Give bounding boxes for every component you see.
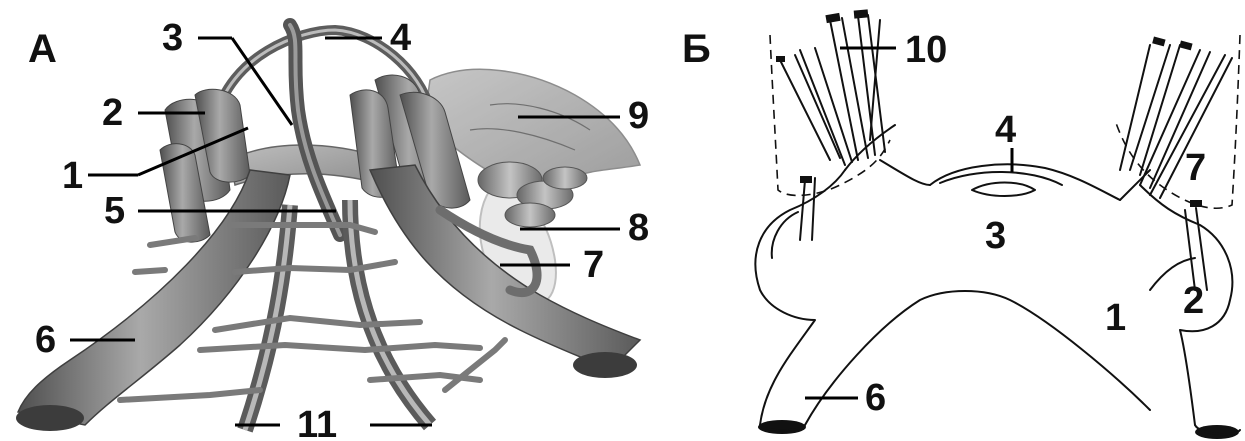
panel-b-leaders (805, 48, 1012, 398)
label-a-5: 5 (104, 190, 125, 232)
label-b-4: 4 (995, 109, 1016, 151)
label-b-3: 3 (985, 215, 1006, 257)
label-b-2: 2 (1183, 280, 1204, 322)
ganglion-outline (755, 170, 1232, 425)
label-b-10: 10 (905, 29, 947, 71)
left-top-edge (880, 160, 930, 185)
left-nerve-end (758, 420, 806, 434)
label-a-3: 3 (162, 17, 183, 59)
left-connective (18, 170, 290, 425)
label-a-1: 1 (62, 155, 83, 197)
commissure-lens (972, 183, 1035, 197)
right-nerve-end (1195, 425, 1239, 439)
label-a-9: 9 (628, 95, 649, 137)
label-a-7: 7 (583, 244, 604, 286)
panel-b-letter: Б (682, 27, 711, 71)
central-vessel (290, 25, 340, 235)
label-a-4: 4 (390, 17, 411, 59)
right-connective-end (573, 352, 637, 378)
left-connective-end (16, 405, 84, 431)
label-b-1: 1 (1105, 297, 1126, 339)
label-b-7: 7 (1185, 147, 1206, 189)
label-b-6: 6 (865, 377, 886, 419)
panel-a-letter: А (28, 27, 57, 71)
label-a-11: 11 (297, 404, 337, 441)
label-a-8: 8 (628, 207, 649, 249)
right-tentacle-nerves (1120, 45, 1232, 290)
panel-b-drawing: Б 10 4 7 3 2 1 6 (682, 9, 1240, 439)
label-a-2: 2 (102, 92, 123, 134)
panel-a-render: А 3 4 2 9 1 5 8 7 6 11 (16, 17, 649, 441)
label-a-6: 6 (35, 319, 56, 361)
left-nerve-tips (776, 9, 868, 183)
